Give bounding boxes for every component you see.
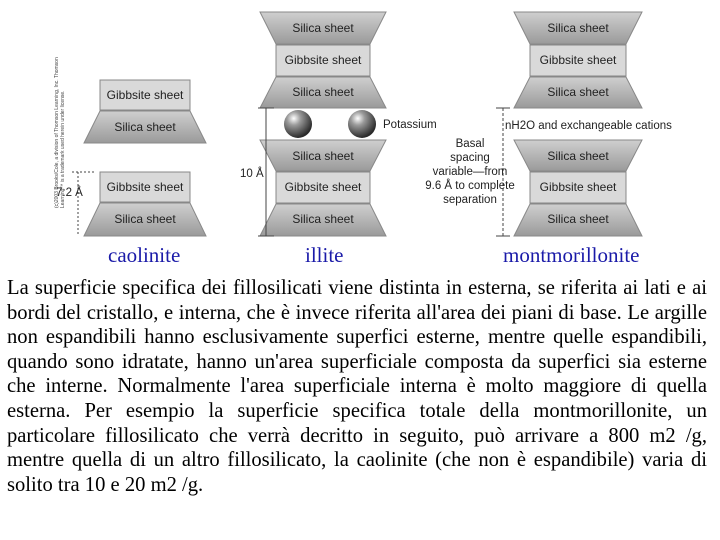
- illite-gibbsite-2: [275, 171, 371, 204]
- basal-line-4: 9.6 Å to complete: [425, 179, 515, 192]
- kaolinite-silica-bottom: [83, 202, 207, 237]
- mont-gibbsite-2: [529, 171, 627, 204]
- kaolinite-gibbsite-bottom: [99, 171, 191, 203]
- mont-gibbsite-2-label: Gibbsite sheet: [540, 180, 617, 194]
- illite-gibbsite-2-label: Gibbsite sheet: [285, 180, 362, 194]
- illite-gibbsite-1: [275, 44, 371, 77]
- mont-silica-3: [513, 139, 643, 172]
- illite-silica-1: [259, 11, 387, 45]
- illite-silica-4: [259, 203, 387, 237]
- basal-spacing-annotation: Basal spacing variable—from 9.6 Å to com…: [425, 138, 515, 206]
- kaolinite-gibbsite-top-label: Gibbsite sheet: [107, 88, 184, 102]
- copyright-line-2: Learning™ is a trademark used herein und…: [60, 90, 66, 208]
- body-paragraph: La superficie specifica dei fillosilicat…: [7, 277, 707, 496]
- mont-silica-4-label: Silica sheet: [547, 212, 609, 226]
- illite-structure: Silica sheet Gibbsite sheet Silica sheet…: [240, 11, 437, 237]
- kaolinite-spacing-label: 7.2 Å: [56, 186, 83, 199]
- basal-line-1: Basal: [456, 138, 485, 150]
- mont-silica-2: [513, 76, 643, 109]
- basal-line-2: spacing: [450, 152, 490, 164]
- kaolinite-silica-top: [83, 110, 207, 144]
- potassium-ion-2: [348, 110, 376, 138]
- potassium-label: Potassium: [383, 119, 437, 131]
- caption-kaolinite: caolinite: [108, 243, 181, 267]
- copyright-line-1: (c)2003 Brooks/Cole, a division of Thoms…: [54, 57, 60, 208]
- montmorillonite-structure: Silica sheet Gibbsite sheet Silica sheet…: [425, 11, 672, 237]
- water-cations-label: nH2O and exchangeable cations: [505, 120, 672, 132]
- illite-silica-4-label: Silica sheet: [292, 212, 354, 226]
- mont-silica-1: [513, 11, 643, 45]
- copyright-notice: (c)2003 Brooks/Cole, a division of Thoms…: [54, 57, 66, 208]
- kaolinite-silica-top-label: Silica sheet: [114, 120, 176, 134]
- illite-silica-1-label: Silica sheet: [292, 21, 354, 35]
- mont-silica-3-label: Silica sheet: [547, 149, 609, 163]
- kaolinite-structure: Gibbsite sheet Silica sheet Gibbsite she…: [56, 79, 207, 237]
- mont-gibbsite-1: [529, 44, 627, 77]
- illite-gibbsite-1-label: Gibbsite sheet: [285, 53, 362, 67]
- mont-gibbsite-1-label: Gibbsite sheet: [540, 53, 617, 67]
- kaolinite-silica-bottom-label: Silica sheet: [114, 212, 176, 226]
- mont-silica-1-label: Silica sheet: [547, 21, 609, 35]
- illite-silica-2: [259, 76, 387, 109]
- illite-silica-3-label: Silica sheet: [292, 149, 354, 163]
- caption-illite: illite: [305, 243, 344, 267]
- kaolinite-gibbsite-bottom-label: Gibbsite sheet: [107, 180, 184, 194]
- caption-montmorillonite: montmorillonite: [503, 243, 640, 267]
- potassium-ion-1: [284, 110, 312, 138]
- illite-silica-3: [259, 139, 387, 172]
- basal-line-3: variable—from: [433, 166, 508, 178]
- mont-silica-2-label: Silica sheet: [547, 85, 609, 99]
- kaolinite-gibbsite-top: [99, 79, 191, 111]
- mont-silica-4: [513, 203, 643, 237]
- basal-line-5: separation: [443, 194, 497, 206]
- illite-spacing-label: 10 Å: [240, 167, 264, 180]
- illite-silica-2-label: Silica sheet: [292, 85, 354, 99]
- clay-structure-figure: (c)2003 Brooks/Cole, a division of Thoms…: [54, 11, 672, 237]
